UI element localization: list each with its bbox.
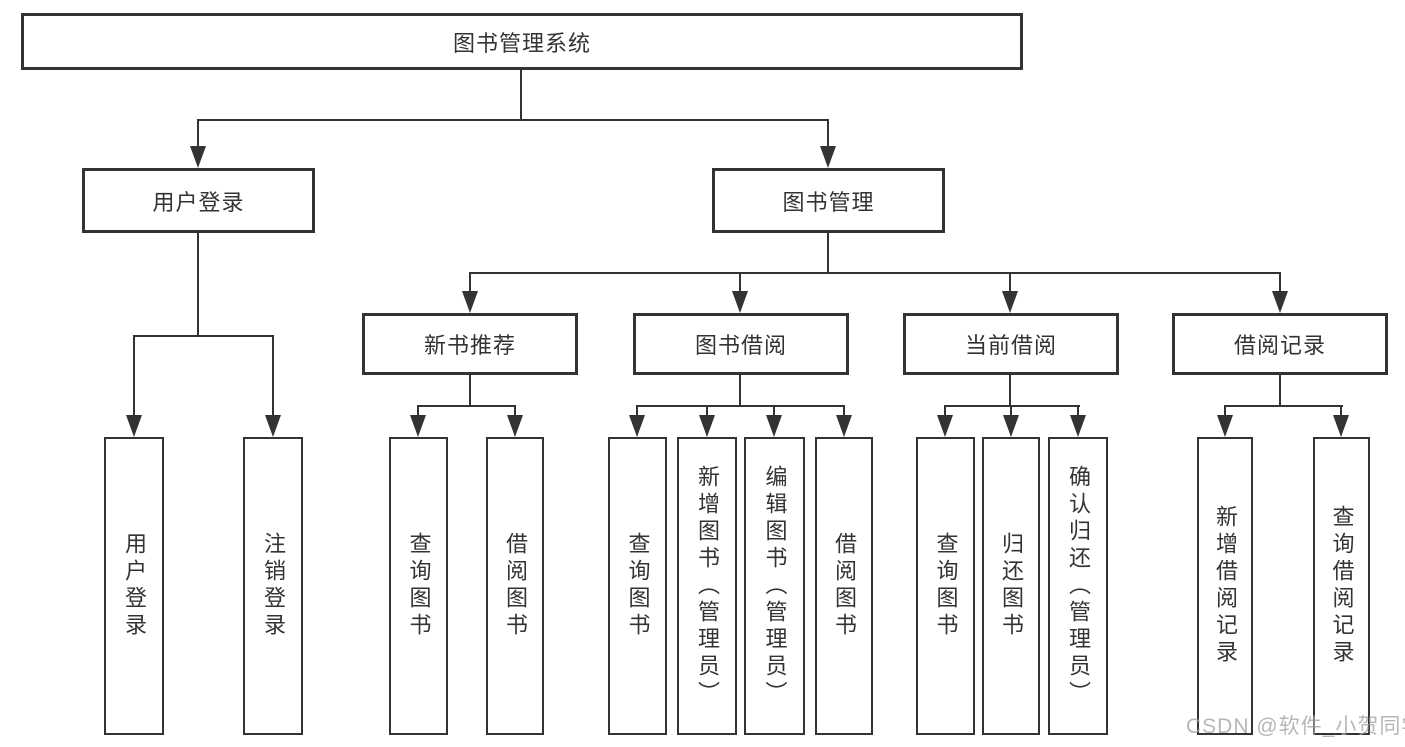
- leaf-borrow-books-1: 借阅图书: [486, 437, 544, 735]
- arrowhead-leaf-icon: [937, 415, 953, 437]
- leaf-label: 查询图书: [406, 532, 432, 640]
- connector-book-borrow-branch: [636, 405, 845, 407]
- connector-to-leaf-user-login: [133, 335, 135, 417]
- leaf-edit-book-admin: 编辑图书（管理员）: [744, 437, 805, 735]
- connector-leaf-line: [843, 405, 845, 417]
- leaf-logout: 注销登录: [243, 437, 303, 735]
- arrowhead-leaf-icon: [836, 415, 852, 437]
- connector-leaf-line: [1010, 405, 1012, 417]
- connector-leaf-line: [636, 405, 638, 417]
- connector-user-login-stem: [197, 233, 199, 336]
- leaf-label: 查询图书: [625, 532, 651, 640]
- leaf-query-borrow-record: 查询借阅记录: [1313, 437, 1370, 735]
- node-book-borrow: 图书借阅: [633, 313, 849, 375]
- connector-leaf-line: [514, 405, 516, 417]
- node-book-management: 图书管理: [712, 168, 945, 233]
- leaf-add-borrow-record: 新增借阅记录: [1197, 437, 1253, 735]
- leaf-add-book-admin: 新增图书（管理员）: [677, 437, 737, 735]
- connector-book-management-stem: [827, 233, 829, 274]
- connector-to-user-login: [197, 119, 199, 148]
- node-user-login: 用户登录: [82, 168, 315, 233]
- connector-to-borrow-records: [1279, 272, 1281, 293]
- connector-leaf-line: [1077, 405, 1079, 417]
- leaf-query-books-1: 查询图书: [389, 437, 448, 735]
- arrowhead-current-borrow-icon: [1002, 291, 1018, 313]
- leaf-label: 借阅图书: [832, 532, 857, 640]
- connector-root-stem: [520, 69, 522, 120]
- arrowhead-new-book-icon: [462, 291, 478, 313]
- arrowhead-borrow-records-icon: [1272, 291, 1288, 313]
- node-book-management-system: 图书管理系统: [21, 13, 1023, 70]
- connector-to-current-borrow: [1009, 272, 1011, 293]
- leaf-label: 查询借阅记录: [1329, 505, 1355, 667]
- node-new-book-recommend: 新书推荐: [362, 313, 578, 375]
- connector-leaf-line: [944, 405, 946, 417]
- connector-to-book-borrow: [739, 272, 741, 293]
- arrowhead-book-management-icon: [820, 146, 836, 168]
- connector-leaf-line: [1340, 405, 1342, 417]
- arrowhead-book-borrow-icon: [732, 291, 748, 313]
- connector-current-borrow-stem: [1009, 375, 1011, 406]
- connector-to-book-management: [827, 119, 829, 148]
- arrowhead-leaf-logout-icon: [265, 415, 281, 437]
- leaf-query-books-3: 查询图书: [916, 437, 975, 735]
- connector-new-book-branch: [417, 405, 516, 407]
- connector-user-login-branch: [133, 335, 274, 337]
- connector-borrow-records-branch: [1224, 405, 1343, 407]
- node-borrow-records: 借阅记录: [1172, 313, 1388, 375]
- leaf-label: 新增借阅记录: [1213, 505, 1238, 667]
- leaf-label: 编辑图书（管理员）: [762, 464, 788, 708]
- connector-leaf-line: [417, 405, 419, 417]
- node-current-borrow: 当前借阅: [903, 313, 1119, 375]
- leaf-label: 归还图书: [999, 532, 1024, 640]
- arrowhead-user-login-icon: [190, 146, 206, 168]
- arrowhead-leaf-icon: [1003, 415, 1019, 437]
- arrowhead-leaf-icon: [629, 415, 645, 437]
- leaf-query-books-2: 查询图书: [608, 437, 667, 735]
- leaf-label: 查询图书: [933, 532, 959, 640]
- connector-new-book-stem: [469, 375, 471, 406]
- arrowhead-leaf-icon: [1333, 415, 1349, 437]
- leaf-label: 注销登录: [261, 532, 286, 640]
- arrowhead-leaf-icon: [410, 415, 426, 437]
- arrowhead-leaf-icon: [507, 415, 523, 437]
- watermark: CSDN @软件_小贺同学: [1186, 715, 1405, 738]
- arrowhead-leaf-icon: [1217, 415, 1233, 437]
- connector-current-borrow-branch: [944, 405, 1080, 407]
- leaf-user-login: 用户登录: [104, 437, 164, 735]
- leaf-confirm-return-admin: 确认归还（管理员）: [1048, 437, 1108, 735]
- connector-book-management-branch: [469, 272, 1281, 274]
- connector-leaf-line: [706, 405, 708, 417]
- connector-to-new-book: [469, 272, 471, 293]
- leaf-borrow-books-2: 借阅图书: [815, 437, 873, 735]
- leaf-label: 确认归还（管理员）: [1066, 464, 1091, 708]
- connector-leaf-line: [1224, 405, 1226, 417]
- arrowhead-leaf-icon: [699, 415, 715, 437]
- connector-borrow-records-stem: [1279, 375, 1281, 406]
- connector-root-branch: [197, 119, 829, 121]
- arrowhead-leaf-user-login-icon: [126, 415, 142, 437]
- connector-leaf-line: [773, 405, 775, 417]
- leaf-label: 新增图书（管理员）: [695, 464, 720, 708]
- connector-to-leaf-logout: [272, 335, 274, 417]
- arrowhead-leaf-icon: [1070, 415, 1086, 437]
- leaf-label: 用户登录: [122, 532, 147, 640]
- leaf-return-books: 归还图书: [982, 437, 1040, 735]
- connector-book-borrow-stem: [739, 375, 741, 406]
- leaf-label: 借阅图书: [503, 532, 528, 640]
- arrowhead-leaf-icon: [766, 415, 782, 437]
